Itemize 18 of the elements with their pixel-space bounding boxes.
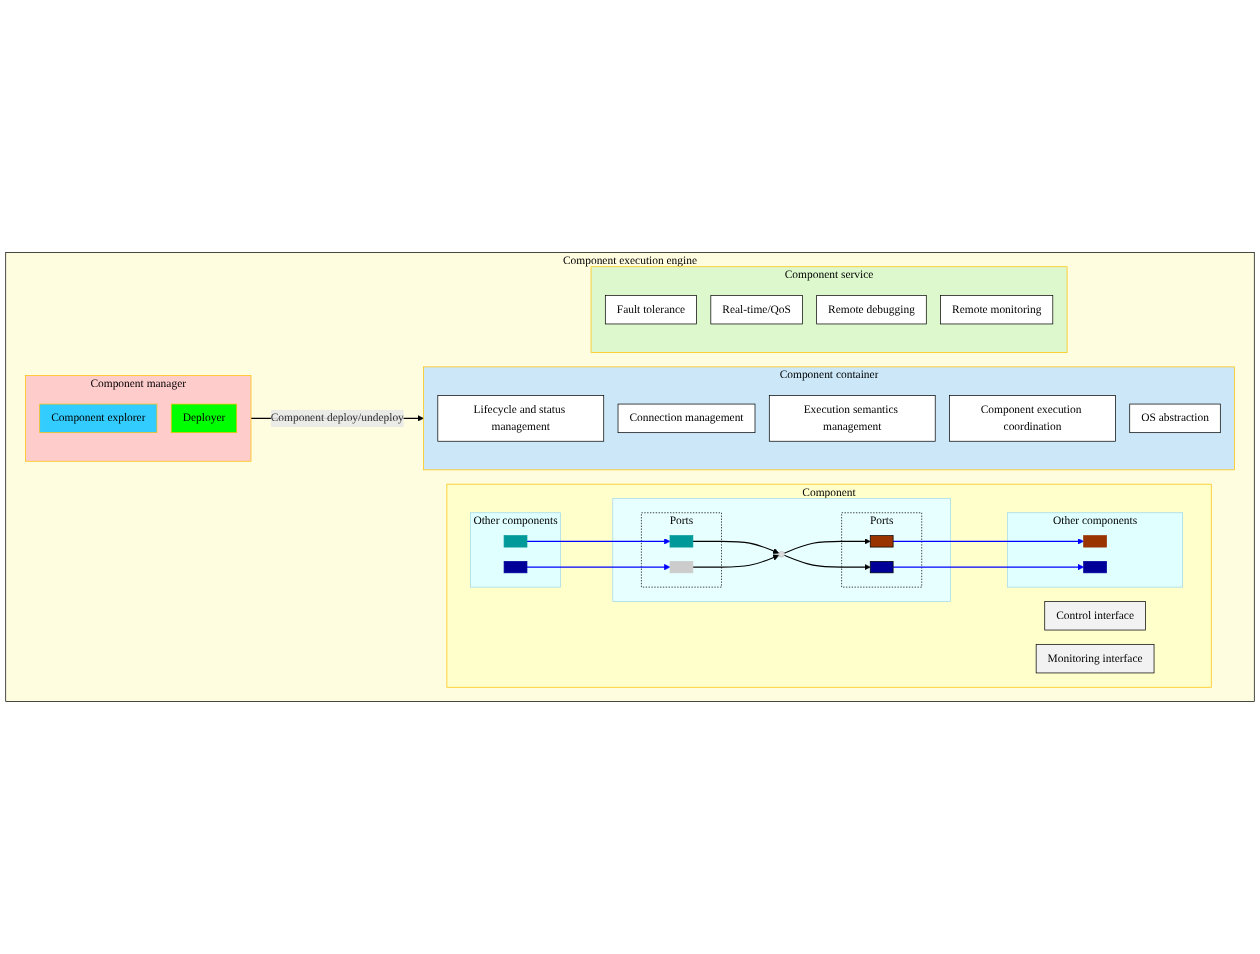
arrow [692,540,780,554]
node-box [669,535,694,548]
node-box [869,561,894,574]
node-box [503,535,528,548]
node-box [1083,535,1107,548]
node-box [503,561,528,574]
arrow [783,554,871,571]
arrow [783,538,871,554]
arrow [892,538,1084,545]
node-box [669,561,694,574]
cluster [612,498,951,602]
arrow [692,554,780,568]
arrow [892,563,1084,571]
arrow [526,563,671,571]
node-circle [778,551,785,558]
arrow [526,538,671,545]
node-box [869,535,894,548]
node-box [1083,561,1107,574]
